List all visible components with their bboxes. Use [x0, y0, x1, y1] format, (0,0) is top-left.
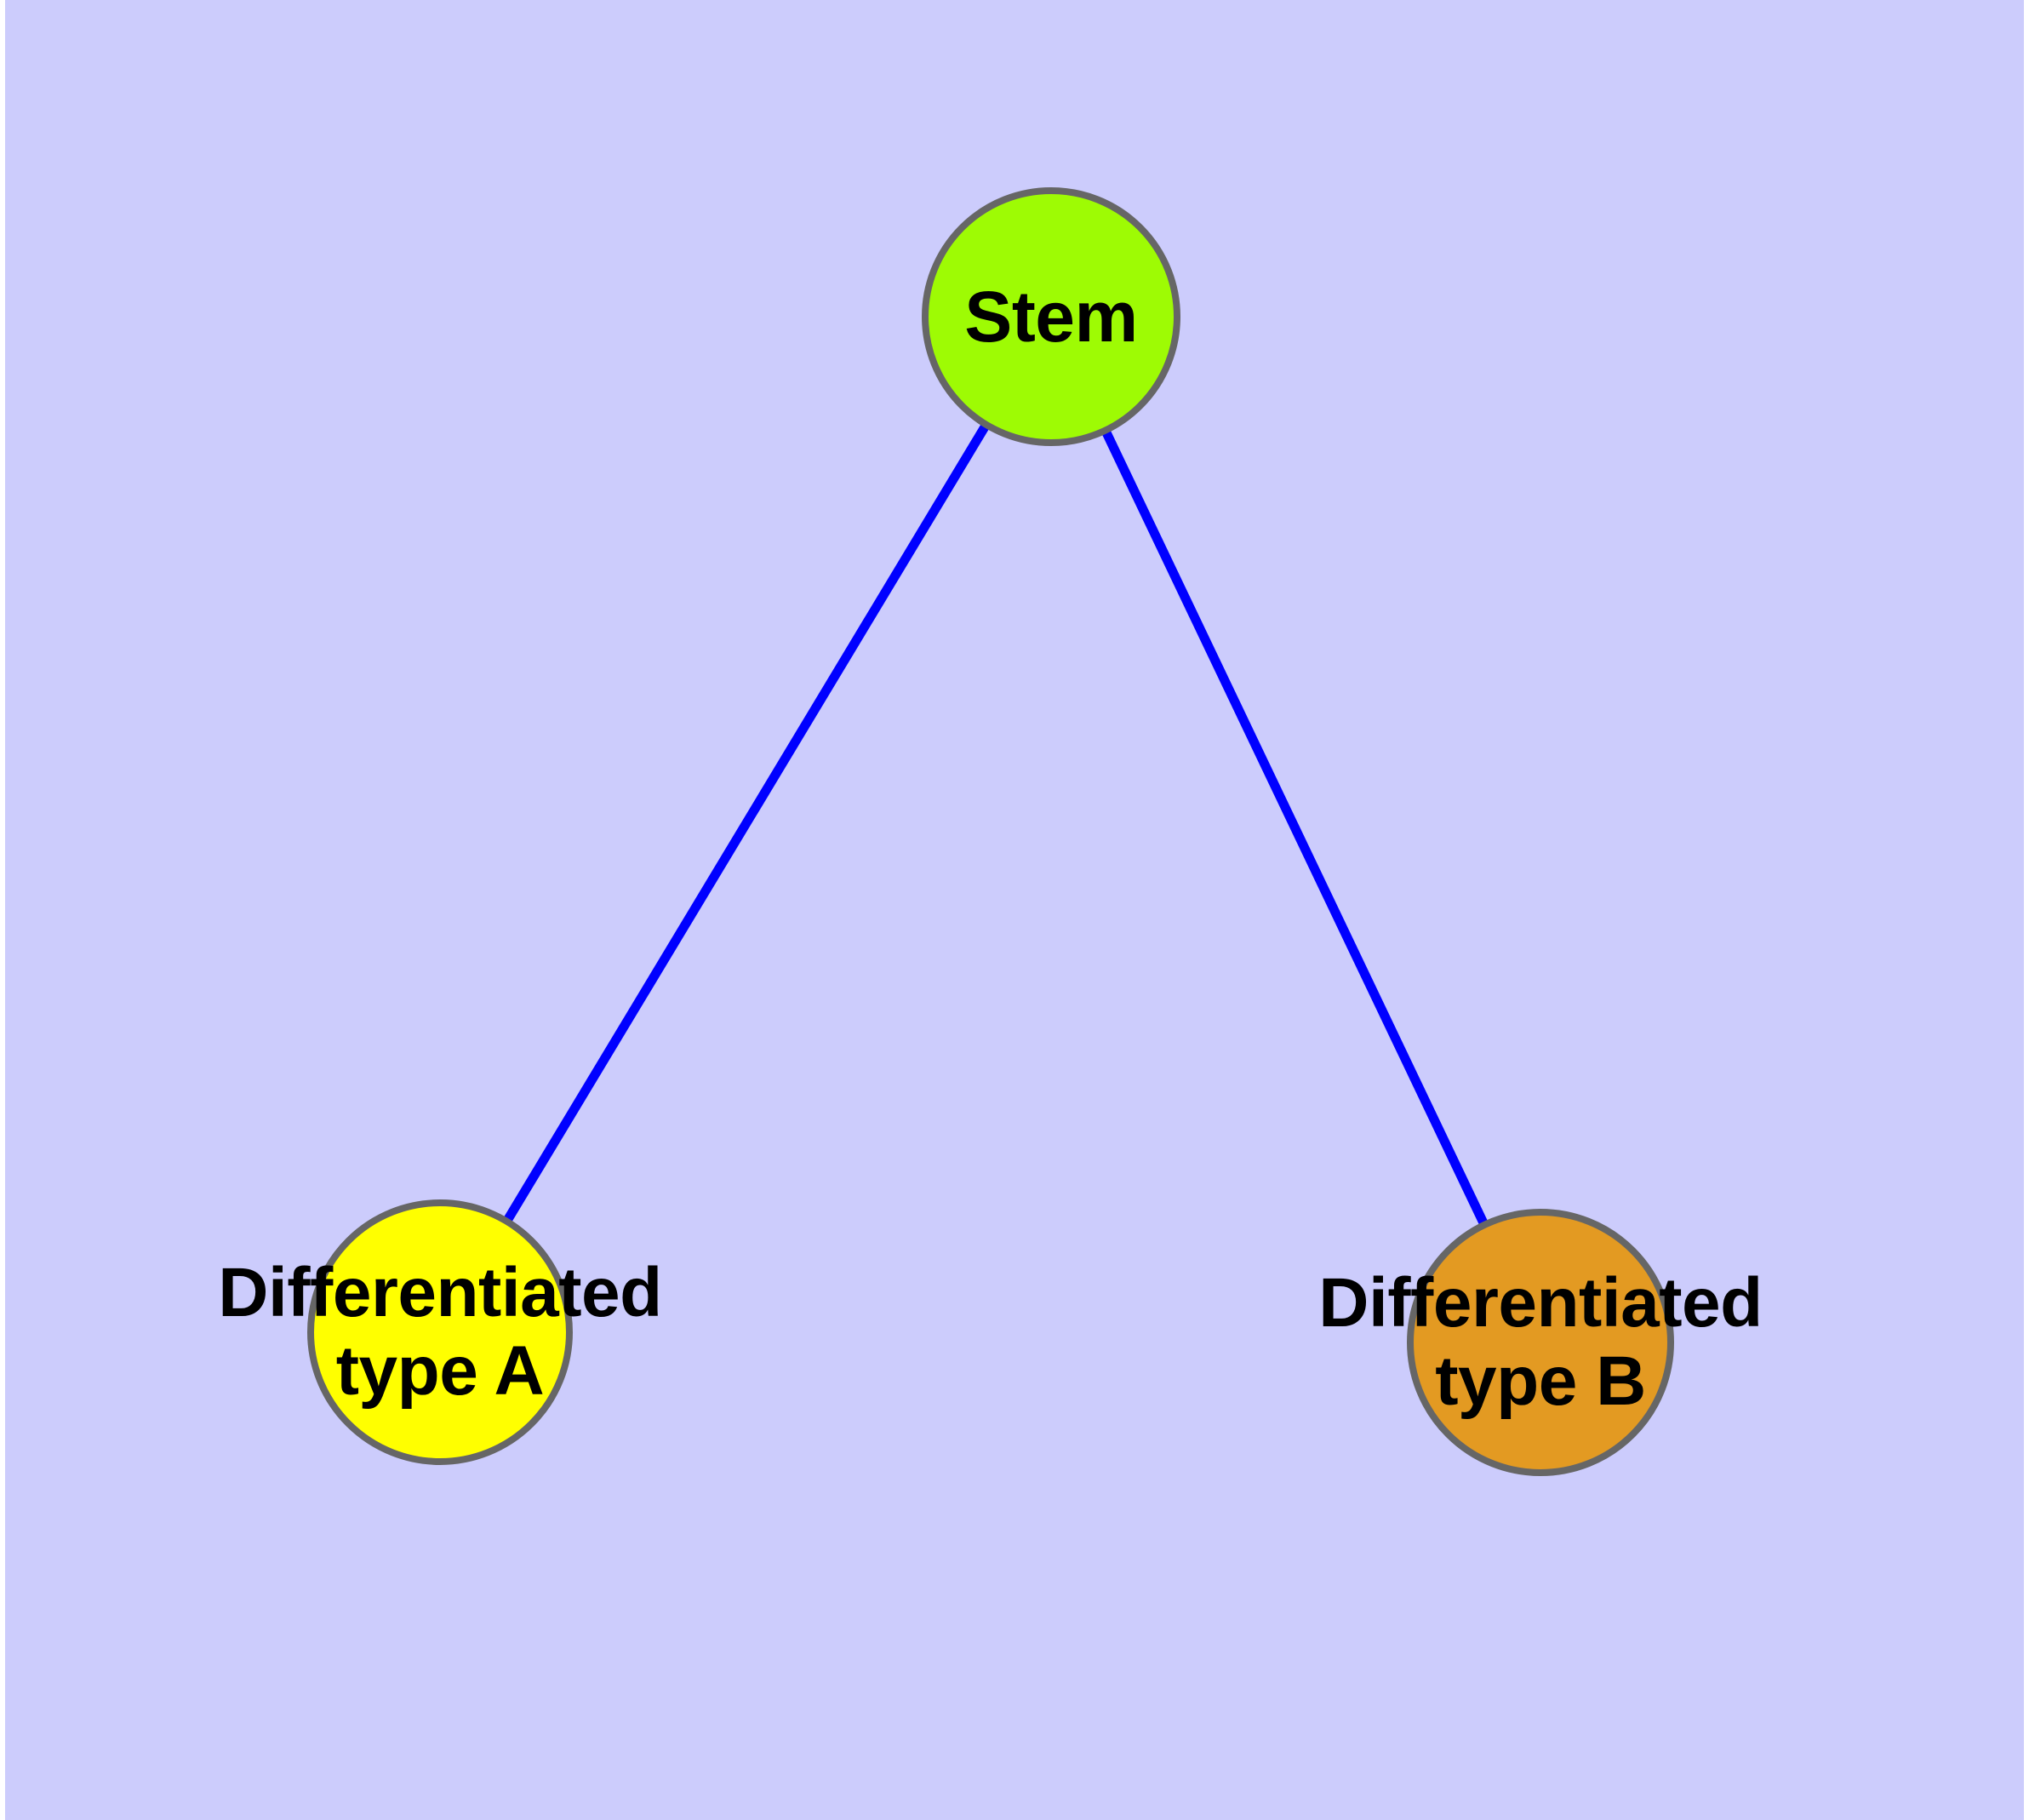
node-label-differentiated-type-a: Differentiated type A [218, 1254, 662, 1410]
nodes-group [307, 187, 1674, 1476]
graph-node-diff_b[interactable] [1407, 1209, 1674, 1476]
graph-node-stem[interactable] [922, 187, 1180, 446]
node-label-stem: Stem [964, 276, 1138, 357]
graph-node-diff_a[interactable] [307, 1199, 573, 1465]
node-label-differentiated-type-b: Differentiated type B [1318, 1264, 1763, 1420]
